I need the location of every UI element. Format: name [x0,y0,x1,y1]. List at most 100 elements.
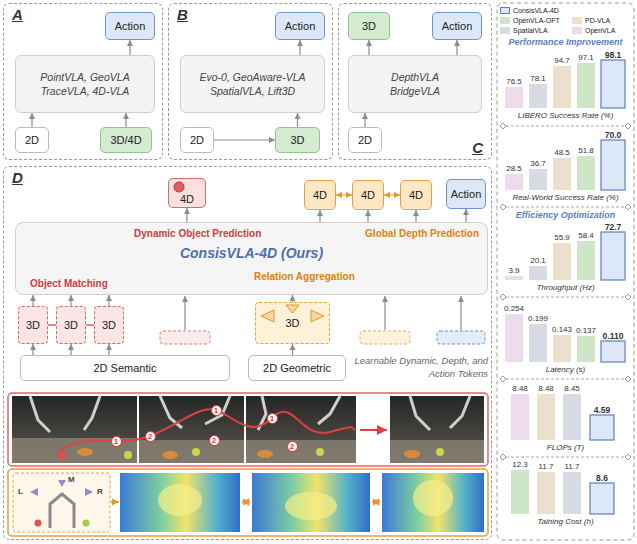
illustration-ellipse [257,450,273,458]
legend-label: OpenVLA-OFT [513,16,560,25]
camera-label: L [18,487,23,496]
illustration-rect [437,331,485,344]
connector [108,295,109,306]
separator-end [625,294,631,300]
separator-end [500,123,506,129]
node-label: 2D Semantic [94,362,157,374]
illustration-circle [35,520,42,527]
separator-end [500,204,506,210]
3d-box: 3D [348,12,390,40]
connector [292,295,293,302]
bar [505,174,523,190]
legend-swatch [500,17,510,24]
bar-value: 0.110 [593,331,633,341]
camera-label: M [68,475,75,484]
bar [601,341,625,362]
bar-value: 55.9 [542,233,582,242]
bar-value: 11.7 [552,462,592,471]
bar-value: 8.48 [500,384,540,393]
legend-label: ConsisVLA-4D [513,6,559,15]
illustration-polyline [318,396,340,424]
connector [384,194,400,195]
illustration-ellipse [404,450,420,458]
input-box: 2D [180,127,214,153]
bar [553,243,571,280]
3d-box: 3D [275,127,320,153]
depth-output-box: 4D [304,180,336,210]
dynamic-token-box: 4D [168,178,206,208]
bar-value: 20.1 [518,256,558,265]
illustration-rect [139,396,244,463]
node-label: C [472,139,483,156]
callout-number: 1 [267,413,278,424]
bar [537,472,555,514]
illustration-rect [390,440,484,463]
illustration-line [360,429,387,431]
illustration-polyline [450,396,470,428]
model-list-box: PointVLA, GeoVLA TraceVLA, 4D-VLA [15,55,155,113]
block-label: ConsisVLA-4D (Ours) [16,245,487,261]
connector [368,40,369,55]
illustration-rect [360,331,410,344]
callout-number: 2 [145,431,156,442]
connector [336,194,352,195]
illustration-rect [8,469,488,536]
geometry-box: 3D [255,302,330,344]
node-label: 3D [26,319,40,331]
input-box: 2D [348,127,382,153]
connector [125,113,126,127]
illustration-rect [13,473,110,532]
bar-value: 94.7 [542,56,582,65]
connector [297,113,298,127]
input-box: 2D Geometric [248,355,346,381]
bar-value: 36.7 [518,159,558,168]
input-box: 2D [15,127,49,153]
separator-end [625,204,631,210]
node-label: 3D/4D [110,134,141,146]
bar-value: 8.48 [526,384,566,393]
legend-label: SpatialVLA [513,26,548,35]
illustration-circle [124,451,132,459]
connector [319,210,320,222]
bar [577,63,595,108]
bar [529,324,547,362]
model-block: Dynamic Object PredictionGlobal Depth Pr… [15,222,488,295]
section-heading: Performance Improvement [497,37,634,47]
object-box: 3D [94,306,124,344]
node-label: B [177,6,188,23]
node-label: D [12,169,23,186]
bar [577,241,595,280]
bar-value: 78.1 [518,74,558,83]
connector [129,40,130,55]
bar [577,156,595,190]
illustration-polygon [85,488,93,496]
node-label: 3D [102,319,116,331]
node-label: 4D [409,189,423,201]
separator-end [500,454,506,460]
bar [553,158,571,190]
model-list-box: Evo-0, GeoAware-VLA SpatialVLA, Lift3D [180,55,325,113]
callout-number: 2 [209,435,220,446]
bar-value: 72.7 [593,222,633,232]
node-label: Action [451,188,482,200]
depth-strip [8,469,488,536]
connector [108,344,109,355]
bar [511,394,529,440]
node-label: DepthVLA BridgeVLA [380,70,450,98]
bar-value: 70.0 [593,130,633,140]
node-label: Evo-0, GeoAware-VLA SpatialVLA, Lift3D [192,70,314,98]
action-box: Action [275,12,325,40]
connector [32,344,33,355]
action-box: Action [446,179,487,209]
separator [506,297,625,298]
block-label: Global Depth Prediction [365,228,479,239]
node-label: 4D [313,189,327,201]
connector [367,210,368,222]
separator [506,379,625,380]
illustration-ellipse [158,484,202,516]
bar-value: 8.6 [582,473,622,483]
node-label: 3D [64,319,78,331]
connector [456,40,457,55]
connector [86,324,94,326]
separator [506,126,625,127]
